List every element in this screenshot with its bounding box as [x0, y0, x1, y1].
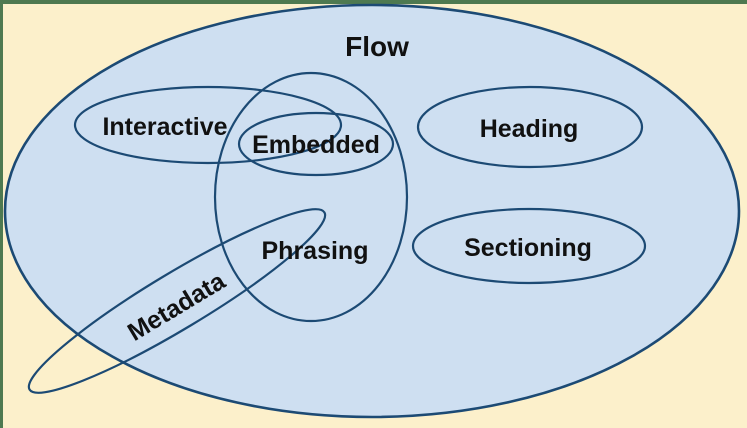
flow-label: Flow — [345, 31, 409, 62]
embedded-set-ellipse — [237, 111, 395, 177]
frame-left-edge — [0, 0, 3, 428]
phrasing-set-ellipse — [213, 71, 409, 323]
sectioning-set-ellipse — [411, 207, 647, 285]
flow-set-ellipse — [3, 3, 741, 419]
frame-top-edge — [0, 0, 747, 4]
interactive-set-ellipse — [73, 85, 343, 165]
phrasing-label: Phrasing — [262, 237, 369, 265]
interactive-label: Interactive — [102, 113, 227, 141]
heading-label: Heading — [480, 115, 579, 143]
metadata-set-ellipse — [27, 208, 327, 394]
heading-set-ellipse — [416, 85, 644, 169]
embedded-label: Embedded — [252, 131, 380, 159]
sectioning-label: Sectioning — [464, 234, 592, 262]
